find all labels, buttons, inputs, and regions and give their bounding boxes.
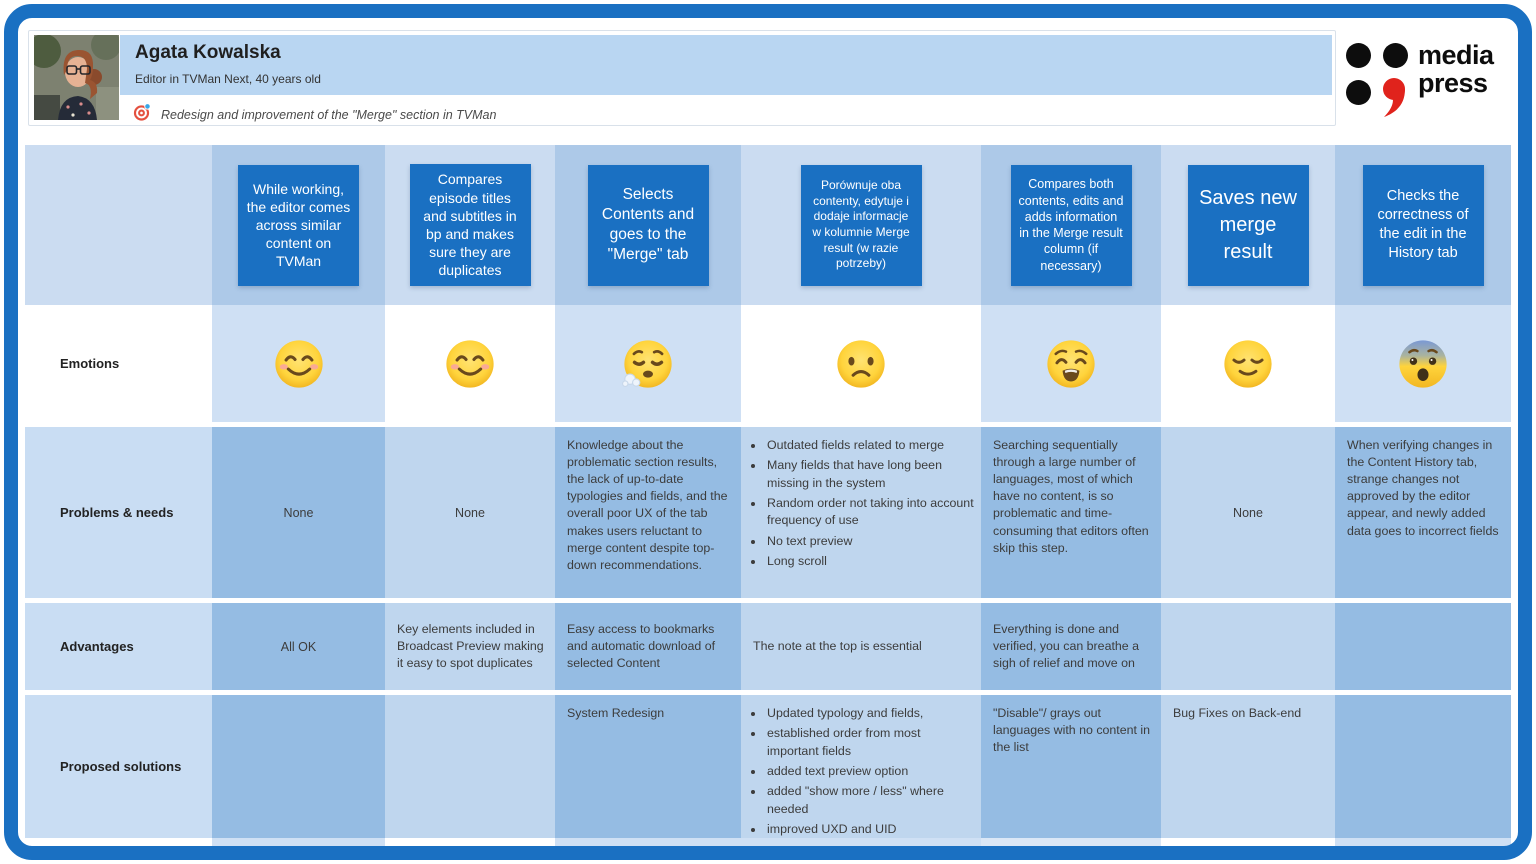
logo-text: media press <box>1418 40 1494 98</box>
advantages-cell-7 <box>1335 603 1511 690</box>
persona-name-band <box>120 35 1332 95</box>
problems-bullet-list: Outdated fields related to mergeMany fie… <box>741 427 981 571</box>
solutions-cell-6: Bug Fixes on Back-end <box>1161 695 1335 838</box>
smiling-face-emoji-icon <box>272 337 326 391</box>
step-cell-3: Selects Contents and goes to the "Merge"… <box>555 145 741 305</box>
strip-cell <box>981 838 1161 846</box>
advantages-cell-5: Everything is done and verified, you can… <box>981 603 1161 690</box>
persona-name: Agata Kowalska <box>135 42 281 63</box>
mediapress-logo: media press <box>1344 40 1514 120</box>
row-label-advantages: Advantages <box>25 603 212 690</box>
weary-face-emoji-icon <box>1044 337 1098 391</box>
smiling-face-emoji-icon <box>443 337 497 391</box>
step-cell-7: Checks the correctness of the edit in th… <box>1335 145 1511 305</box>
step-cell-6: Saves new merge result <box>1161 145 1335 305</box>
row-gap <box>25 598 1511 603</box>
row-label-problems: Problems & needs <box>25 427 212 598</box>
emotion-cell-1 <box>212 305 385 422</box>
solutions-cell-1 <box>212 695 385 838</box>
emotion-cell-6 <box>1161 305 1335 422</box>
solutions-cell-2 <box>385 695 555 838</box>
avatar <box>34 35 119 120</box>
step-box-6: Saves new merge result <box>1187 164 1309 286</box>
step-box-7: Checks the correctness of the edit in th… <box>1362 164 1484 286</box>
advantages-cell-6 <box>1161 603 1335 690</box>
advantages-cell-1: All OK <box>212 603 385 690</box>
row-gap <box>25 690 1511 695</box>
step-box-2: Compares episode titles and subtitles in… <box>409 164 531 286</box>
step-cell-2: Compares episode titles and subtitles in… <box>385 145 555 305</box>
strip-cell <box>385 838 555 846</box>
goal-target-icon <box>132 103 151 127</box>
step-cell-1: While working, the editor comes across s… <box>212 145 385 305</box>
emotion-cell-2 <box>385 305 555 422</box>
problems-cell-1: None <box>212 427 385 598</box>
emotion-cell-4 <box>741 305 981 422</box>
step-cell-4: Porównuje oba contenty, edytuje i dodaje… <box>741 145 981 305</box>
frowning-face-emoji-icon <box>834 337 888 391</box>
step-cell-5: Compares both contents, edits and adds i… <box>981 145 1161 305</box>
step-box-1: While working, the editor comes across s… <box>238 164 359 286</box>
strip-cell <box>741 838 981 846</box>
persona-goal: Redesign and improvement of the "Merge" … <box>161 108 497 122</box>
emotion-cell-3 <box>555 305 741 422</box>
advantages-cell-2: Key elements included in Broadcast Previ… <box>385 603 555 690</box>
row-label-solutions: Proposed solutions <box>25 695 212 838</box>
journey-map: While working, the editor comes across s… <box>25 145 1511 846</box>
logo-dot-icon <box>1383 43 1408 68</box>
logo-comma-icon <box>1381 78 1409 123</box>
persona-role: Editor in TVMan Next, 40 years old <box>135 72 321 86</box>
solutions-bullet-list: Updated typology and fields,established … <box>741 695 981 839</box>
strip-cell <box>555 838 741 846</box>
advantages-cell-4: The note at the top is essential <box>741 603 981 690</box>
relieved-face-emoji-icon <box>1221 337 1275 391</box>
logo-dot-icon <box>1346 80 1371 105</box>
solutions-cell-5: "Disable"/ grays out languages with no c… <box>981 695 1161 838</box>
problems-cell-7: When verifying changes in the Content Hi… <box>1335 427 1511 598</box>
strip-cell <box>1335 838 1511 846</box>
problems-cell-5: Searching sequentially through a large n… <box>981 427 1161 598</box>
problems-cell-4: Outdated fields related to mergeMany fie… <box>741 427 981 598</box>
problems-cell-2: None <box>385 427 555 598</box>
solutions-cell-7 <box>1335 695 1511 838</box>
corner-cell <box>25 145 212 305</box>
row-label-emotions: Emotions <box>25 305 212 422</box>
face-exhaling-emoji-icon <box>621 337 675 391</box>
advantages-cell-3: Easy access to bookmarks and automatic d… <box>555 603 741 690</box>
strip-cell <box>1161 838 1335 846</box>
step-box-3: Selects Contents and goes to the "Merge"… <box>587 164 709 286</box>
strip-cell <box>25 838 212 846</box>
step-box-4: Porównuje oba contenty, edytuje i dodaje… <box>800 164 922 286</box>
problems-cell-3: Knowledge about the problematic section … <box>555 427 741 598</box>
logo-dot-icon <box>1346 43 1371 68</box>
solutions-cell-3: System Redesign <box>555 695 741 838</box>
solutions-cell-4: Updated typology and fields,established … <box>741 695 981 838</box>
emotion-cell-7 <box>1335 305 1511 422</box>
strip-cell <box>212 838 385 846</box>
emotion-cell-5 <box>981 305 1161 422</box>
persona-card: Agata Kowalska Editor in TVMan Next, 40 … <box>28 30 1336 126</box>
problems-cell-6: None <box>1161 427 1335 598</box>
row-gap <box>25 422 1511 427</box>
fearful-face-emoji-icon <box>1396 337 1450 391</box>
step-box-5: Compares both contents, edits and adds i… <box>1010 164 1132 286</box>
